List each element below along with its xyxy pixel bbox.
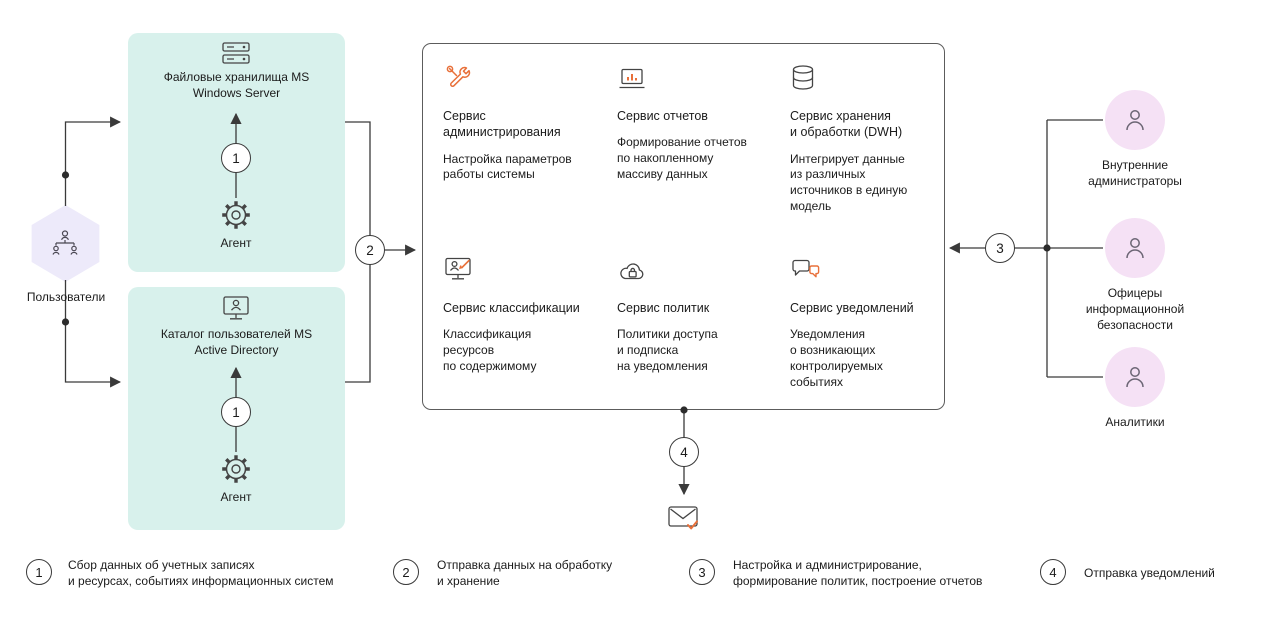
source-title: Файловые хранилища MS Windows Server [163, 70, 310, 100]
service-desc: Интегрирует данные из различных источник… [790, 151, 908, 213]
service-name: Сервис политик [617, 301, 710, 315]
service-name: Сервис уведомлений [790, 301, 914, 315]
role-circle [1105, 347, 1165, 407]
service-desc: Политики доступа и подписка на уведомлен… [617, 327, 718, 373]
service-card: Сервис администрирования Настройка парам… [443, 62, 617, 254]
legend-step-badge: 2 [393, 559, 419, 585]
service-desc: Формирование отчетов по накопленному мас… [617, 135, 747, 181]
legend-step-badge: 3 [689, 559, 715, 585]
service-card: Сервис уведомлений Уведомления о возника… [790, 254, 924, 391]
gear-icon [219, 198, 253, 232]
cloud-lock-icon [617, 254, 790, 284]
step-1-badge: 1 [221, 397, 251, 427]
service-card: Сервис политик Политики доступа и подпис… [617, 254, 790, 391]
database-icon [790, 62, 924, 92]
agent-label: Агент [220, 236, 252, 250]
gear-icon [219, 452, 253, 486]
person-icon [1126, 238, 1144, 259]
platform-box [422, 43, 945, 410]
chat-notification-icon [790, 254, 924, 284]
service-card: Сервис классификации Классификация ресур… [443, 254, 617, 391]
flow-step-3-badge: 3 [985, 233, 1015, 263]
role-circle [1105, 90, 1165, 150]
legend-step-badge: 4 [1040, 559, 1066, 585]
users-label: Пользователи [26, 290, 106, 304]
services-grid: Сервис администрирования Настройка парам… [443, 62, 924, 391]
service-desc: Классификация ресурсов по содержимому [443, 327, 537, 373]
agent-label: Агент [220, 490, 252, 504]
legend-step-badge: 1 [26, 559, 52, 585]
wrench-icon [443, 62, 617, 92]
source-title: Каталог пользователей MS Active Director… [160, 327, 313, 357]
role-label: Внутренние администраторы [1088, 158, 1182, 188]
report-chart-icon [617, 62, 790, 92]
flow-step-4-badge: 4 [669, 437, 699, 467]
legend-text: Отправка уведомлений [1084, 566, 1215, 580]
service-name: Сервис классификации [443, 301, 580, 315]
role-label: Офицеры информационной безопасности [1085, 286, 1185, 332]
service-desc: Уведомления о возникающих контролируемых… [790, 327, 883, 389]
person-icon [1126, 110, 1144, 131]
person-icon [1126, 367, 1144, 388]
step-1-badge: 1 [221, 143, 251, 173]
legend-text: Отправка данных на обработку и хранение [437, 558, 613, 588]
flow-step-2-badge: 2 [355, 235, 385, 265]
mail-icon [667, 503, 701, 533]
service-name: Сервис администрирования [443, 109, 561, 140]
service-desc: Настройка параметров работы системы [443, 151, 572, 182]
service-name: Сервис хранения и обработки (DWH) [790, 109, 903, 140]
server-icon [221, 41, 251, 65]
users-hierarchy-icon [47, 228, 83, 259]
service-name: Сервис отчетов [617, 109, 708, 123]
service-card: Сервис отчетов Формирование отчетов по н… [617, 62, 790, 254]
service-card: Сервис хранения и обработки (DWH) Интегр… [790, 62, 924, 254]
classification-screen-icon [443, 254, 617, 284]
role-label: Аналитики [1105, 415, 1165, 429]
role-circle [1105, 218, 1165, 278]
directory-screen-icon [221, 295, 251, 322]
legend-text: Настройка и администрирование, формирова… [733, 558, 983, 588]
legend-text: Сбор данных об учетных записях и ресурса… [68, 558, 334, 588]
